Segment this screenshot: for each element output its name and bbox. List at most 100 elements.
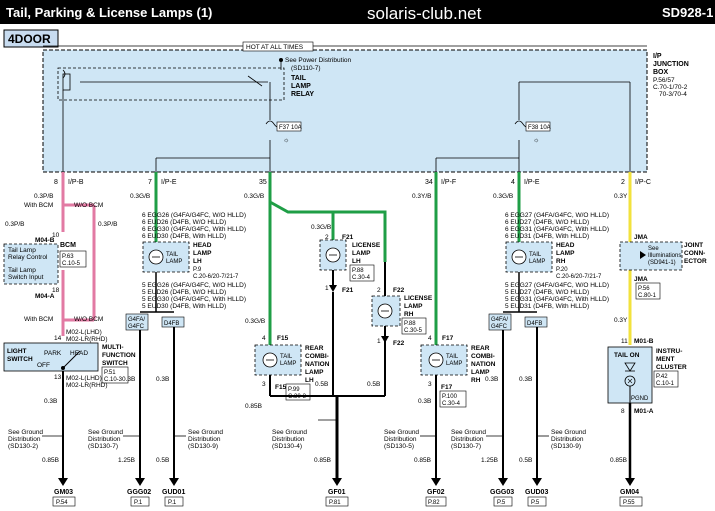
svg-text:LAMP: LAMP [446,361,462,367]
variant-label: 4DOOR [8,32,51,46]
svg-text:GGG03: GGG03 [490,489,514,496]
svg-text:GGG02: GGG02 [127,489,151,496]
svg-text:0.3P/B: 0.3P/B [34,193,54,200]
svg-text:MULTI-: MULTI- [102,344,124,351]
svg-text:14: 14 [54,335,62,342]
svg-text:GUD03: GUD03 [525,489,548,496]
fuse-f38: F38 10A ☼ [514,82,551,144]
svg-text:M02-LR(RHD): M02-LR(RHD) [66,382,108,389]
svg-text:See Ground Distribution: See Ground Distribution (SD130-7) [451,429,488,450]
svg-text:GF02: GF02 [427,489,445,496]
svg-text:2: 2 [325,234,329,241]
svg-text:P.88: P.88 [404,321,416,327]
svg-text:0.5B: 0.5B [156,457,169,464]
svg-text:I/P-E: I/P-E [524,179,540,186]
svg-text:GM04: GM04 [620,489,639,496]
joint-connector: JMA See Illuminations (SD941-1) JOINT CO… [614,234,707,324]
svg-text:P.63: P.63 [62,254,74,260]
license-lamp-rh: 2 F22 LICENSE LAMP RH P.88 C.30-5 1 F22 [371,262,433,396]
svg-text:C.30-4: C.30-4 [352,275,371,281]
svg-text:P.1: P.1 [168,500,177,506]
svg-text:☼: ☼ [283,137,289,144]
svg-text:2: 2 [621,179,625,186]
svg-text:P.54: P.54 [56,500,68,506]
svg-text:TAIL: TAIL [166,252,179,258]
svg-text:F15: F15 [277,335,289,342]
fuse-f38-label: F38 10A [528,125,551,131]
power-note: See Power Distribution (SD110-7) [285,57,353,72]
svg-text:SWITCH: SWITCH [102,360,128,367]
svg-text:F17: F17 [442,335,454,342]
svg-text:Distribution: Distribution [8,436,41,443]
svg-text:10: 10 [52,232,60,239]
svg-text:Switch Input: Switch Input [8,274,44,281]
svg-text:C.10-5: C.10-5 [62,261,81,267]
svg-text:P.9: P.9 [193,267,202,273]
fuse-f37-label: F37 10A [279,125,302,131]
svg-text:P.20: P.20 [556,267,568,273]
svg-text:0.3B: 0.3B [485,376,498,383]
jb-connectors: 8 I/P-B 7 I/P-E 35 34 I/P-F 4 I/P-E 2 I/… [54,179,651,186]
svg-text:LICENSE: LICENSE [404,295,433,302]
svg-text:BCM: BCM [60,242,76,249]
svg-text:I/P-C: I/P-C [635,179,651,186]
svg-text:0.3B: 0.3B [44,398,57,405]
multi-function-switch: LIGHT SWITCH PARK HEAD OFF MULTI- FUNCTI… [3,342,136,507]
svg-text:I/P-E: I/P-E [161,179,177,186]
svg-text:0.3P/B: 0.3P/B [5,221,25,228]
svg-text:TAIL ON: TAIL ON [614,352,640,359]
svg-text:4: 4 [428,335,432,342]
tail-lamp-relay [57,67,285,101]
svg-text:HEAD: HEAD [193,242,212,249]
svg-text:0.3G/B: 0.3G/B [493,193,513,200]
svg-text:TAIL: TAIL [529,252,542,258]
svg-text:4: 4 [262,335,266,342]
hot-label-box [242,41,314,52]
svg-text:G4FC: G4FC [128,324,145,330]
head-lamp-lh: 6 EGG26 (G4FA/G4FC, W/O HLLD) 6 EUD26 (D… [88,212,248,507]
svg-text:F17: F17 [441,384,453,391]
svg-text:M04-B: M04-B [35,237,55,244]
svg-text:8: 8 [621,408,625,415]
svg-text:See Ground Distribution: See Ground Distribution (SD130-9) [551,429,588,450]
svg-text:8: 8 [54,179,58,186]
svg-text:Tail Lamp: Tail Lamp [8,247,36,254]
svg-text:M02-LR(RHD): M02-LR(RHD) [66,336,108,343]
svg-text:LAMP: LAMP [352,250,371,257]
svg-text:5 EGG26 (G4FA/G4FC, W/O HLLD): 5 EGG26 (G4FA/G4FC, W/O HLLD) 5 EUD26 (D… [142,282,248,310]
svg-text:P.100: P.100 [442,394,458,400]
svg-text:0.3B: 0.3B [122,376,135,383]
svg-text:G4FA/: G4FA/ [128,317,145,323]
svg-text:0.3G/B: 0.3G/B [311,224,331,231]
svg-text:P.51: P.51 [104,370,116,376]
fuse-f37: F37 10A ☼ [265,82,302,144]
diagram-code: SD928-1 [662,5,713,20]
svg-text:0.3B: 0.3B [519,376,532,383]
site-watermark: solaris-club.net [367,4,482,23]
svg-text:P.42: P.42 [656,374,668,380]
svg-text:0.3G/B: 0.3G/B [244,193,264,200]
svg-text:F21: F21 [342,234,354,241]
svg-text:M01-B: M01-B [634,338,654,345]
svg-text:HEAD: HEAD [556,242,575,249]
svg-text:C.10-1: C.10-1 [656,381,675,387]
svg-text:1: 1 [377,338,381,345]
svg-text:F15: F15 [275,384,287,391]
svg-text:RH: RH [404,311,414,318]
svg-text:0.3Y: 0.3Y [614,317,628,324]
svg-text:With BCM: With BCM [24,316,53,323]
svg-text:☼: ☼ [533,137,539,144]
svg-text:See Ground Distribution: See Ground Distribution (SD130-5) [384,429,421,450]
svg-text:See Ground Distribution: See Ground Distribution (SD130-9) [188,429,225,450]
pink-wires [61,172,96,336]
svg-text:F22: F22 [393,340,405,347]
svg-text:P.55: P.55 [623,500,635,506]
svg-text:18: 18 [52,287,60,294]
svg-text:D4FB: D4FB [527,321,542,327]
rear-combination-lamp-lh: 0.3G/B 4 F15 TAIL LAMP REAR COMBI- NATIO… [245,292,385,507]
svg-text:34: 34 [425,179,433,186]
svg-text:TAIL: TAIL [280,354,293,360]
svg-text:PGND: PGND [631,396,649,402]
svg-text:F22: F22 [393,287,405,294]
svg-text:3: 3 [262,381,266,388]
